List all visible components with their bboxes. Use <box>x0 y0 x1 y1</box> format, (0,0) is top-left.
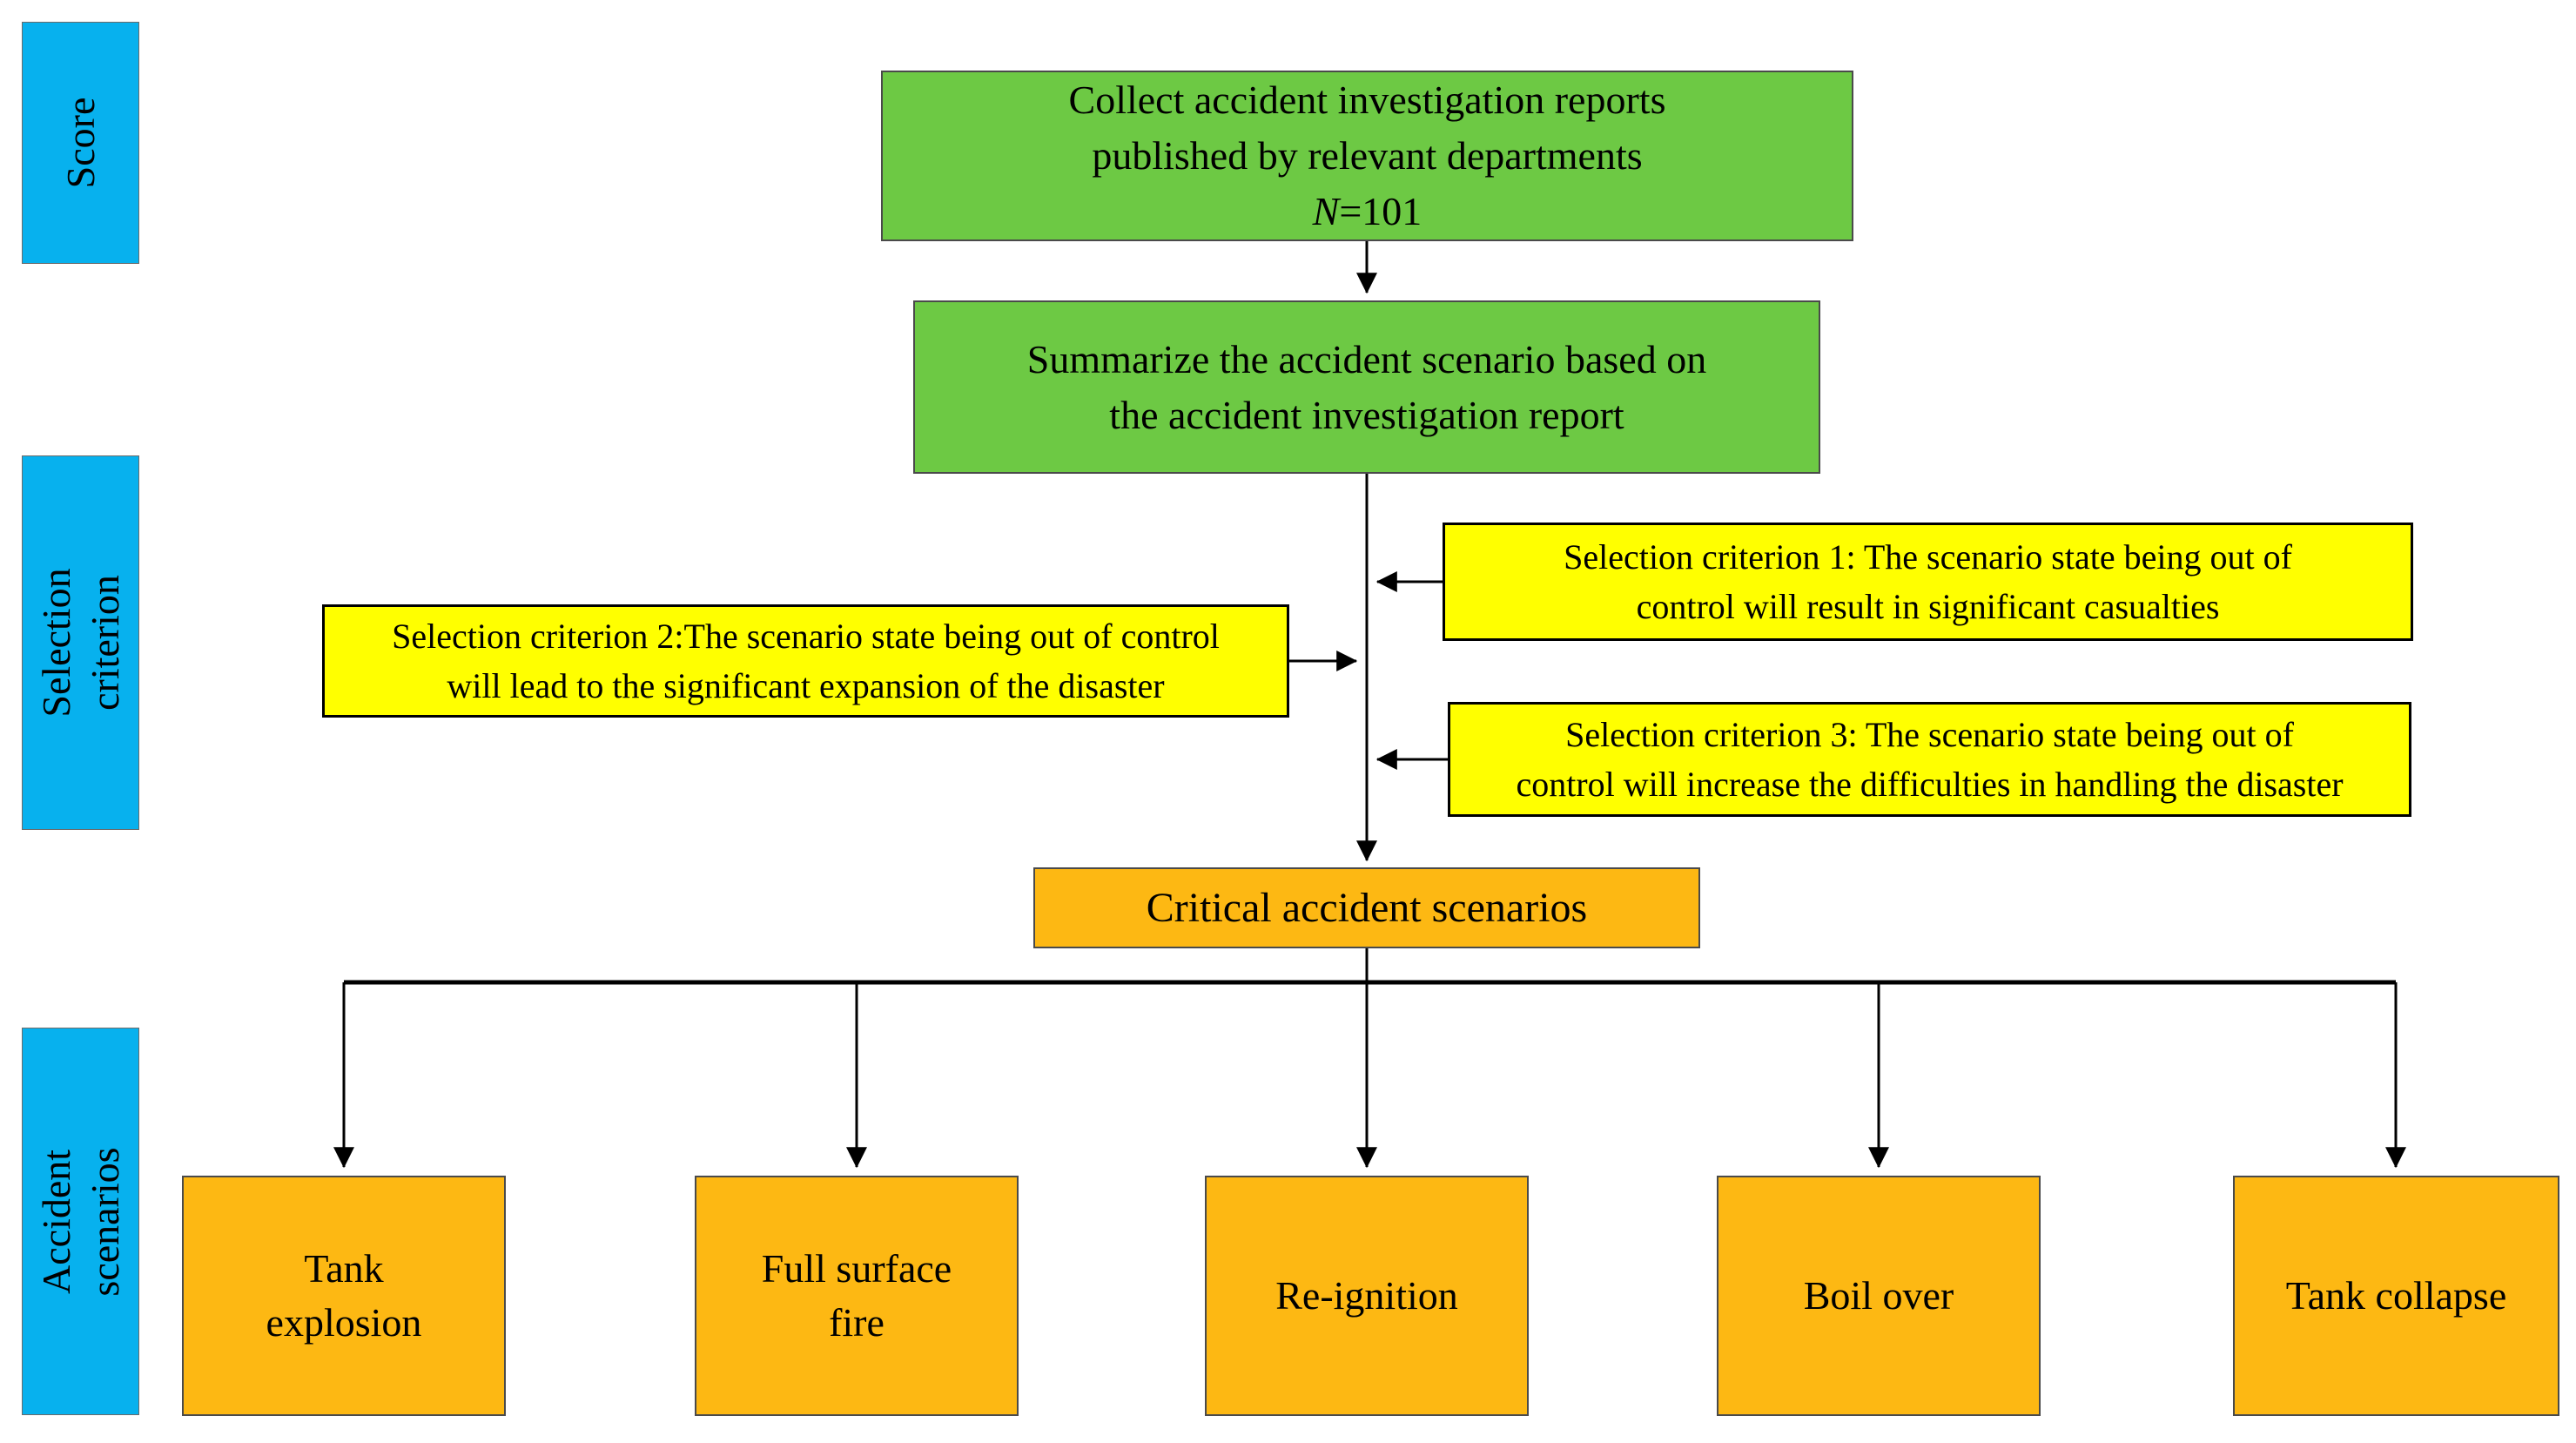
scenario-re-ignition-box: Re-ignition <box>1205 1176 1529 1416</box>
scenario-tank-explosion-label: Tank explosion <box>266 1246 422 1345</box>
sample-size-value: =101 <box>1339 189 1423 233</box>
stage-label-accident-scenarios: Accident scenarios <box>22 1028 139 1415</box>
sample-size-variable: N <box>1312 189 1340 233</box>
stage-label-score-text: Score <box>57 97 103 189</box>
criterion-1-text: Selection criterion 1: The scenario stat… <box>1564 537 2292 626</box>
scenario-tank-collapse-box: Tank collapse <box>2233 1176 2559 1416</box>
critical-scenarios-box: Critical accident scenarios <box>1033 867 1700 948</box>
summarize-scenario-text: Summarize the accident scenario based on… <box>1026 336 1707 437</box>
scenario-boil-over-label: Boil over <box>1803 1273 1954 1318</box>
collect-reports-line2: published by relevant departments <box>1092 133 1643 178</box>
criterion-1-box: Selection criterion 1: The scenario stat… <box>1443 523 2413 641</box>
collect-reports-box: Collect accident investigation reports p… <box>881 71 1853 241</box>
criterion-2-box: Selection criterion 2:The scenario state… <box>322 604 1289 718</box>
criterion-3-box: Selection criterion 3: The scenario stat… <box>1448 702 2411 817</box>
collect-reports-sample-size: N=101 <box>1313 184 1423 239</box>
scenario-re-ignition-label: Re-ignition <box>1275 1273 1458 1318</box>
scenario-tank-collapse-label: Tank collapse <box>2285 1273 2507 1318</box>
stage-label-accident-scenarios-text: Accident scenarios <box>33 1146 127 1297</box>
criterion-2-text: Selection criterion 2:The scenario state… <box>392 617 1220 705</box>
scenario-full-surface-fire-box: Full surface fire <box>695 1176 1019 1416</box>
criterion-3-text: Selection criterion 3: The scenario stat… <box>1516 715 2344 804</box>
stage-label-selection-criterion-text: Selection criterion <box>33 568 127 718</box>
stage-label-selection-criterion: Selection criterion <box>22 455 139 830</box>
critical-scenarios-text: Critical accident scenarios <box>1146 884 1588 931</box>
collect-reports-line1: Collect accident investigation reports <box>1068 78 1666 122</box>
scenario-boil-over-box: Boil over <box>1717 1176 2041 1416</box>
summarize-scenario-box: Summarize the accident scenario based on… <box>913 300 1820 474</box>
scenario-tank-explosion-box: Tank explosion <box>182 1176 506 1416</box>
scenario-full-surface-fire-label: Full surface fire <box>761 1246 952 1345</box>
stage-label-score: Score <box>22 22 139 264</box>
